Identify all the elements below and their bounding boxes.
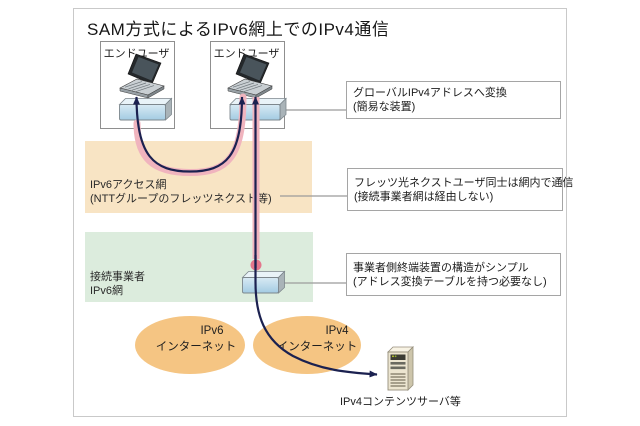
ipv4-internet-ellipse <box>253 316 361 374</box>
laptop-icon-left <box>119 53 165 99</box>
diagram-title: SAM方式によるIPv6網上でのIPv4通信 <box>87 20 390 39</box>
isp-band-line2: IPv6網 <box>90 284 124 297</box>
ipv6-internet-label-line1: IPv6 <box>200 325 224 337</box>
callout-simple-line2: (アドレス変換テーブルを持つ必要なし) <box>353 275 547 288</box>
ipv4-internet-label-line2: インターネット <box>276 341 358 353</box>
ipv6-access-band-line2: (NTTグループのフレッツネクスト等) <box>90 192 272 205</box>
laptop-icon-right <box>227 53 273 99</box>
ipv6-internet-ellipse <box>135 316 245 374</box>
callout-simple-terminal-device: 事業者側終端装置の構造がシンプル (アドレス変換テーブルを持つ必要なし) <box>346 253 561 296</box>
adapter-device-left <box>118 97 173 121</box>
callout-in-network-line2: (接続事業者網は経由しない) <box>354 190 494 203</box>
callout-simple-line1: 事業者側終端装置の構造がシンプル <box>353 261 529 274</box>
ipv6-access-band-label: IPv6アクセス網 (NTTグループのフレッツネクスト等) <box>90 179 272 206</box>
flow-arrow-to-server <box>254 255 378 378</box>
adapter-device-carrier <box>241 270 286 294</box>
end-user-label-right: エンドユーザ <box>213 48 280 60</box>
ipv6-access-band <box>85 141 312 213</box>
ipv6-internet-label-line2: インターネット <box>155 341 237 353</box>
flow-arrow-to-left-laptop <box>133 96 191 173</box>
callout-global-ipv4-line1: グローバルIPv4アドレスへ変換 <box>353 87 507 99</box>
server-tower-icon <box>387 346 414 391</box>
ipv4-internet-label-line1: IPv4 <box>325 325 349 337</box>
callout-global-ipv4-conversion: グローバルIPv4アドレスへ変換 (簡易な装置) <box>346 81 561 119</box>
flow-arrow-to-right-laptop <box>189 96 246 173</box>
ipv4-content-server-label: IPv4コンテンツサーバ等 <box>340 396 461 408</box>
callout-in-network-communication: フレッツ光ネクストユーザ同士は網内で通信 (接続事業者網は経由しない) <box>347 168 574 211</box>
callout-global-ipv4-line2: (簡易な装置) <box>353 101 416 113</box>
callout-in-network-line1: フレッツ光ネクストユーザ同士は網内で通信 <box>354 176 574 189</box>
isp-band-line1: 接続事業者 <box>90 271 145 283</box>
ipv6-access-band-line1: IPv6アクセス網 <box>90 179 167 191</box>
isp-band-label: 接続事業者 IPv6網 <box>90 271 145 298</box>
